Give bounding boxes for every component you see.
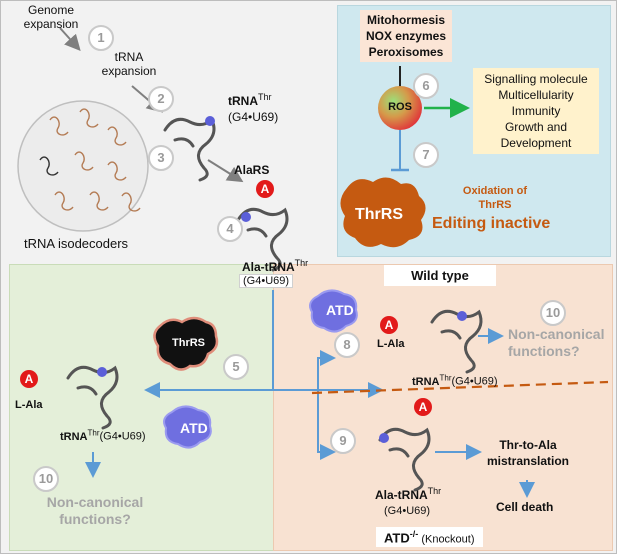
trna-left-sup: Thr — [87, 428, 100, 437]
non-canonical-wt: Non-canonical functions? — [508, 326, 605, 359]
trna-left-g4u69: (G4•U69) — [99, 430, 146, 443]
thrrs-orange-blob — [340, 177, 426, 248]
alanine-badge-wt: A — [380, 316, 398, 334]
ala-trna-ko-g4u69: (G4•U69) — [384, 505, 431, 517]
trna-structure-left — [66, 365, 119, 430]
trna-ko-cca — [379, 433, 389, 443]
ala-trna-g4u69: (G4•U69) — [239, 274, 294, 288]
trna-wt-g4u69: (G4•U69) — [451, 375, 498, 388]
trna-structure-ko — [378, 427, 431, 492]
l-ala-label-wt: L-Ala — [377, 338, 405, 350]
isodecoder-circle — [17, 100, 149, 232]
oxidation-label: Oxidation of ThrRS — [462, 185, 528, 211]
ros-functions-box: Signalling molecule Multicellularity Imm… — [473, 68, 599, 154]
ros-sources-box: Mitohormesis NOX enzymes Peroxisomes — [360, 10, 452, 62]
trna-thr-label: tRNAThr — [228, 92, 272, 108]
trna-top-cca — [205, 116, 215, 126]
alars-label: AlaRS — [234, 163, 270, 177]
mistranslation-label: Thr-to-Ala mistranslation — [486, 438, 570, 468]
trna-thr-main: tRNA — [228, 94, 258, 108]
trna-thr-wt-label: tRNAThr(G4•U69) — [412, 373, 498, 388]
ala-trna-ko-label: Ala-tRNAThr — [375, 486, 441, 502]
thrrs-orange-label: ThrRS — [355, 206, 403, 223]
wild-type-label: Wild type — [384, 265, 496, 286]
atd-blob-left — [163, 405, 212, 449]
alanine-badge-ko: A — [414, 398, 432, 416]
step-1-badge: 1 — [88, 25, 114, 51]
step-4-badge: 4 — [217, 216, 243, 242]
l-ala-label-left: L-Ala — [15, 399, 43, 411]
arrow-to-knockout — [317, 390, 336, 460]
alanine-badge-top: A — [256, 180, 274, 198]
trna-structure-top — [163, 117, 216, 182]
bottom-left-panel — [9, 264, 275, 551]
step-6-badge: 6 — [413, 73, 439, 99]
step-10-badge-left: 10 — [33, 466, 59, 492]
knockout-label: ATD-/- (Knockout) — [376, 527, 483, 548]
step-9-badge: 9 — [330, 428, 356, 454]
knockout-suffix: (Knockout) — [418, 533, 475, 546]
trna-isodecoders-label: tRNA isodecoders — [24, 236, 129, 251]
isodecoder-trnas — [39, 108, 141, 212]
genome-expansion-label: Genome expansion — [23, 3, 79, 31]
alanine-badge-left: A — [20, 370, 38, 388]
atd-label-wt: ATD — [326, 302, 354, 318]
trna-wt-sup: Thr — [439, 373, 452, 382]
trna-left-main: tRNA — [60, 430, 88, 443]
step-2-badge: 2 — [148, 86, 174, 112]
atd-label-left: ATD — [180, 420, 208, 436]
ala-trna-sup: Thr — [294, 258, 309, 268]
cell-death-label: Cell death — [496, 500, 554, 514]
trna-wt-main: tRNA — [412, 375, 440, 388]
ros-ball — [378, 86, 422, 130]
trna-thr-left-label: tRNAThr(G4•U69) — [60, 428, 146, 443]
thrrs-black-label: ThrRS — [172, 337, 205, 349]
ala-trna-ko-sup: Thr — [427, 486, 442, 496]
step-10-badge-wt: 10 — [540, 300, 566, 326]
step-3-badge: 3 — [148, 145, 174, 171]
knockout-main: ATD — [384, 530, 410, 546]
step-8-badge: 8 — [334, 332, 360, 358]
ala-trna-main: Ala-tRNA — [242, 260, 295, 274]
ros-label: ROS — [388, 101, 412, 113]
non-canonical-left: Non-canonical functions? — [46, 494, 144, 527]
divider-dashed — [311, 380, 609, 395]
arrow-to-wild-type — [317, 350, 336, 390]
trna-structure-wt — [430, 309, 483, 374]
arrow-genome-to-trna — [59, 27, 81, 51]
step-5-badge: 5 — [223, 354, 249, 380]
trna-structure-ala — [236, 207, 289, 272]
step-7-badge: 7 — [413, 142, 439, 168]
arrow-to-alars — [207, 159, 244, 183]
trna-left-cca — [97, 367, 107, 377]
ala-trna-ko-main: Ala-tRNA — [375, 488, 428, 502]
trna-ala-cca — [241, 212, 251, 222]
knockout-sup: -/- — [409, 529, 419, 539]
ala-trna-label: Ala-tRNAThr — [242, 258, 308, 274]
thrrs-black-blob — [153, 316, 219, 371]
atd-blob-wt — [309, 289, 358, 333]
trna-expansion-label: tRNA expansion — [101, 50, 157, 78]
trna-thr-sup: Thr — [258, 92, 272, 102]
trna-wt-cca — [457, 311, 467, 321]
editing-inactive-label: Editing inactive — [432, 215, 551, 232]
trna-thr-g4u69: (G4•U69) — [228, 110, 279, 124]
